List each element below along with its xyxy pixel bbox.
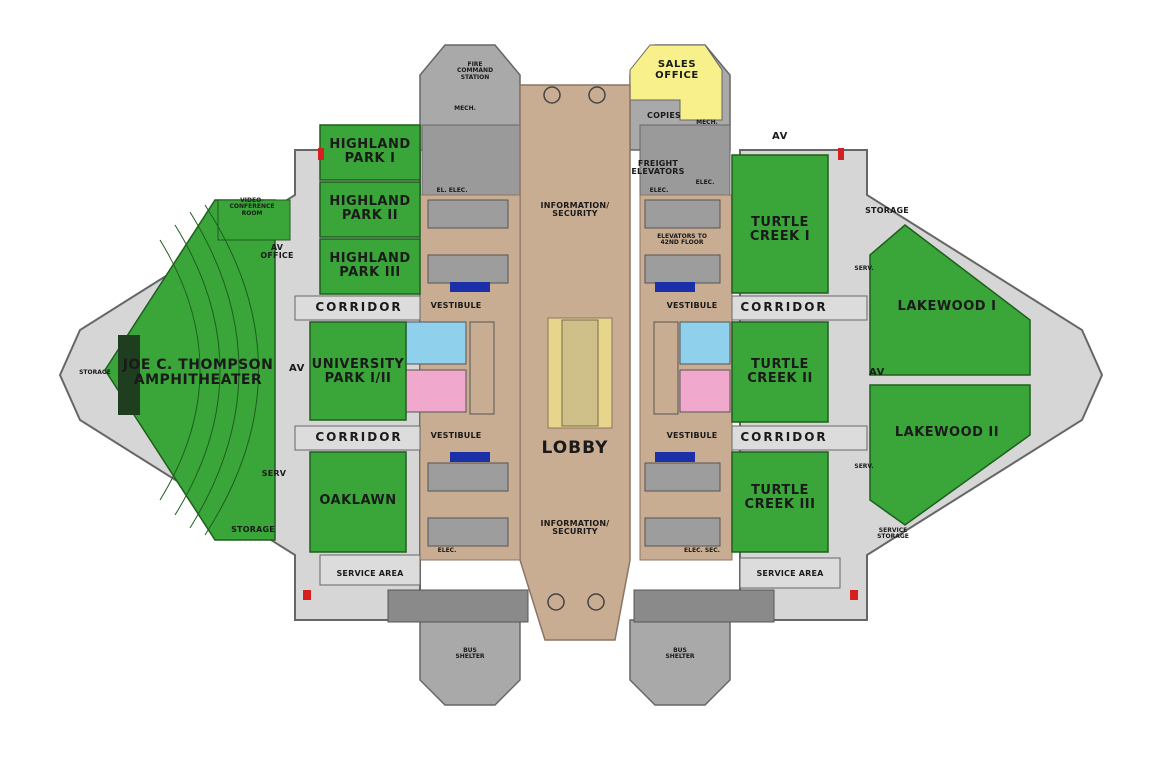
corridor-left-top: CORRIDOR [315, 300, 403, 314]
storage-left-label: STORAGE [79, 369, 111, 376]
vestibule-left-top: VESTIBULE [430, 301, 482, 310]
entry-accents [303, 148, 858, 600]
lakewood-2: LAKEWOOD II [894, 425, 1000, 440]
lakewood-1: LAKEWOOD I [897, 299, 997, 314]
turtle-creek-3: TURTLE CREEK III [744, 483, 816, 512]
serv-right-top: SERV. [854, 265, 874, 272]
elevator-banks [427, 199, 721, 547]
elec-top-right-label-2: ELEC. [695, 179, 715, 186]
av-right-label: AV [869, 367, 885, 378]
av-left-label: AV [289, 363, 305, 374]
highland-park-1: HIGHLAND PARK I [329, 137, 411, 166]
service-area-right: SERVICE AREA [756, 569, 824, 578]
top-service-towers [419, 44, 731, 196]
bus-shelter-left: BUS SHELTER [455, 647, 485, 661]
vestibule-right-top: VESTIBULE [666, 301, 718, 310]
elec-top-right-label: ELEC. [649, 187, 669, 194]
bus-shelter-right: BUS SHELTER [665, 647, 695, 661]
turtle-creek-2: TURTLE CREEK II [747, 357, 813, 386]
video-conference-label: VIDEO- CONFERENCE ROOM [229, 197, 275, 217]
elevators-42nd-label: ELEVATORS TO 42ND FLOOR [657, 233, 707, 247]
elec-bottom-left: ELEC. [437, 547, 457, 554]
information-security-bottom: INFORMATION/ SECURITY [540, 519, 610, 537]
service-area-left: SERVICE AREA [336, 569, 404, 578]
freight-elevators-label: FREIGHT ELEVATORS [631, 159, 685, 177]
copies-label: COPIES [647, 111, 681, 120]
oaklawn: OAKLAWN [319, 493, 397, 508]
fire-command-label: FIRE COMMAND STATION [456, 61, 494, 81]
bus-shelters [387, 589, 775, 706]
amphitheater-seating [159, 204, 259, 536]
serv-right-bottom: SERV. [854, 463, 874, 470]
corridor-right-top: CORRIDOR [740, 300, 828, 314]
meeting-rooms [104, 124, 1031, 553]
turtle-creek-1: TURTLE CREEK I [749, 215, 811, 244]
mech-right-label: MECH. [696, 119, 718, 126]
lobby-label: LOBBY [541, 438, 609, 458]
serv-left-label: SERV [261, 469, 287, 478]
corridors [294, 295, 868, 589]
corridor-left-bottom: CORRIDOR [315, 430, 403, 444]
vestibule-left-bottom: VESTIBULE [430, 431, 482, 440]
el-elec-label: EL. ELEC. [436, 187, 468, 194]
university-park: UNIVERSITY PARK I/II [311, 357, 405, 386]
elec-bottom-right: ELEC. SEC. [684, 547, 720, 554]
sales-office-label: SALES OFFICE [655, 59, 699, 81]
service-storage-label: SERVICE STORAGE [877, 527, 909, 541]
highland-park-2: HIGHLAND PARK II [329, 194, 411, 223]
corridor-right-bottom: CORRIDOR [740, 430, 828, 444]
amphitheater-label: JOE C. THOMPSON AMPHITHEATER [122, 357, 274, 388]
storage-left-bottom: STORAGE [231, 525, 275, 534]
information-security-top: INFORMATION/ SECURITY [540, 201, 610, 219]
mech-left-label: MECH. [454, 105, 476, 112]
highland-park-3: HIGHLAND PARK III [329, 251, 411, 280]
av-office-label: AV OFFICE [260, 243, 294, 261]
vestibule-right-bottom: VESTIBULE [666, 431, 718, 440]
storage-right-label: STORAGE [865, 206, 909, 215]
av-top-label: AV [772, 131, 788, 142]
